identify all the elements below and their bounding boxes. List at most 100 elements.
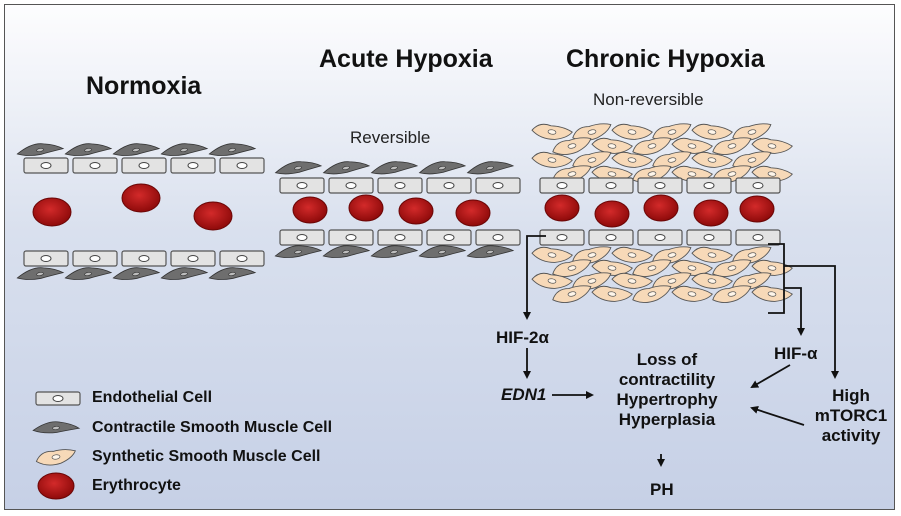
synthetic-smooth-muscle-cell xyxy=(611,272,653,289)
endothelial-cell xyxy=(475,229,521,246)
endothelial-cell xyxy=(279,177,325,194)
mtorc1-block: High mTORC1 activity xyxy=(806,386,896,446)
outcome-line-2: contractility xyxy=(618,370,716,389)
mtorc1-line-2: mTORC1 xyxy=(814,406,888,425)
synthetic-smooth-muscle-cell xyxy=(611,123,653,140)
synthetic-smooth-muscle-cell xyxy=(671,285,713,302)
endothelial-cell xyxy=(170,157,216,174)
outcome-line-1: Loss of xyxy=(636,350,698,369)
synthetic-smooth-muscle-cell xyxy=(531,123,573,140)
synthetic-smooth-muscle-cell xyxy=(552,137,592,155)
pathway-arrow xyxy=(784,287,805,336)
endothelial-cell xyxy=(219,250,265,267)
endothelial-cell xyxy=(328,229,374,246)
contractile-smooth-muscle-cell xyxy=(32,421,81,434)
contractile-smooth-muscle-cell xyxy=(160,143,209,156)
synthetic-smooth-muscle-cell xyxy=(552,285,592,303)
endothelial-cell xyxy=(588,177,634,194)
endothelial-cell xyxy=(121,157,167,174)
reversible-label: Reversible xyxy=(350,128,431,147)
synthetic-smooth-muscle-cell xyxy=(611,246,653,263)
acute-hypoxia-title: Acute Hypoxia xyxy=(319,45,493,73)
legend-icons xyxy=(32,391,81,500)
erythrocyte xyxy=(594,200,630,228)
contractile-smooth-muscle-cell xyxy=(322,161,371,175)
endothelial-cell xyxy=(539,229,585,246)
contractile-smooth-muscle-cell xyxy=(16,267,65,280)
erythrocyte xyxy=(121,183,161,213)
synthetic-smooth-muscle-cell xyxy=(611,151,653,168)
legend-label-erythrocyte: Erythrocyte xyxy=(92,477,181,494)
edn1-label: EDN1 xyxy=(501,385,547,404)
synthetic-smooth-muscle-cell xyxy=(531,151,573,168)
synthetic-smooth-muscle-cell xyxy=(632,285,672,303)
endothelial-cell xyxy=(426,229,472,246)
synthetic-smooth-muscle-cell xyxy=(35,449,76,466)
contractile-smooth-muscle-cell xyxy=(370,245,419,258)
contractile-smooth-muscle-cell xyxy=(208,143,257,156)
vessel-cells xyxy=(16,123,793,303)
endothelial-cell xyxy=(426,177,472,194)
synthetic-smooth-muscle-cell xyxy=(691,272,733,289)
endothelial-cell xyxy=(475,177,521,194)
erythrocyte xyxy=(32,197,72,227)
contractile-smooth-muscle-cell xyxy=(160,267,209,280)
synthetic-smooth-muscle-cell xyxy=(632,259,672,277)
erythrocyte-icon xyxy=(37,472,75,500)
normoxia-title: Normoxia xyxy=(86,72,202,100)
ph-label: PH xyxy=(650,480,674,499)
endothelial-cell xyxy=(23,157,69,174)
erythrocyte xyxy=(544,194,580,222)
erythrocyte xyxy=(693,199,729,227)
hif-2a-label: HIF-2α xyxy=(496,328,549,347)
endothelial-cell xyxy=(23,250,69,267)
endothelial-cell xyxy=(377,229,423,246)
contractile-smooth-muscle-cell xyxy=(112,143,161,156)
synthetic-smooth-muscle-cell xyxy=(671,137,713,154)
endothelial-cell xyxy=(170,250,216,267)
endothelial-cell xyxy=(686,177,732,194)
endothelial-cell xyxy=(637,229,683,246)
outcome-line-3: Hypertrophy xyxy=(616,390,718,409)
pathway-arrow xyxy=(784,265,839,379)
erythrocyte xyxy=(455,199,491,227)
erythrocyte xyxy=(193,201,233,231)
contractile-smooth-muscle-cell xyxy=(274,245,323,258)
endothelial-cell xyxy=(35,391,81,406)
pathway-arrow xyxy=(768,243,785,314)
contractile-smooth-muscle-cell xyxy=(418,245,467,258)
legend-label-contractile: Contractile Smooth Muscle Cell xyxy=(92,419,333,436)
endothelial-cell xyxy=(328,177,374,194)
pathway-arrow xyxy=(750,364,791,389)
endothelial-cell xyxy=(377,177,423,194)
erythrocyte xyxy=(643,194,679,222)
contractile-smooth-muscle-cell xyxy=(64,267,113,280)
synthetic-smooth-muscle-cell xyxy=(712,259,752,277)
synthetic-smooth-muscle-cell xyxy=(632,137,672,155)
endothelial-cell xyxy=(279,229,325,246)
contractile-smooth-muscle-cell xyxy=(322,245,371,258)
synthetic-smooth-muscle-cell xyxy=(751,285,793,302)
endothelial-cell xyxy=(735,229,781,246)
endothelial-cell xyxy=(539,177,585,194)
synthetic-smooth-muscle-cell xyxy=(712,137,752,155)
pathway-arrows xyxy=(523,235,839,467)
synthetic-smooth-muscle-cell xyxy=(531,272,573,289)
chronic-hypoxia-title: Chronic Hypoxia xyxy=(566,45,765,73)
endothelial-cell xyxy=(588,229,634,246)
hif-a-label: HIF-α xyxy=(774,344,818,363)
erythrocyte xyxy=(348,194,384,222)
contractile-smooth-muscle-cell xyxy=(418,161,467,175)
synthetic-smooth-muscle-cell xyxy=(552,259,592,277)
synthetic-smooth-muscle-cell xyxy=(691,246,733,263)
erythrocyte xyxy=(739,195,775,223)
contractile-smooth-muscle-cell xyxy=(64,143,113,156)
non-reversible-label: Non-reversible xyxy=(593,90,704,109)
synthetic-smooth-muscle-cell xyxy=(531,246,573,263)
endothelial-cell xyxy=(637,177,683,194)
pathway-arrow xyxy=(523,235,546,320)
endothelial-cell xyxy=(735,177,781,194)
mtorc1-line-3: activity xyxy=(821,426,881,445)
synthetic-smooth-muscle-cell xyxy=(591,285,633,302)
